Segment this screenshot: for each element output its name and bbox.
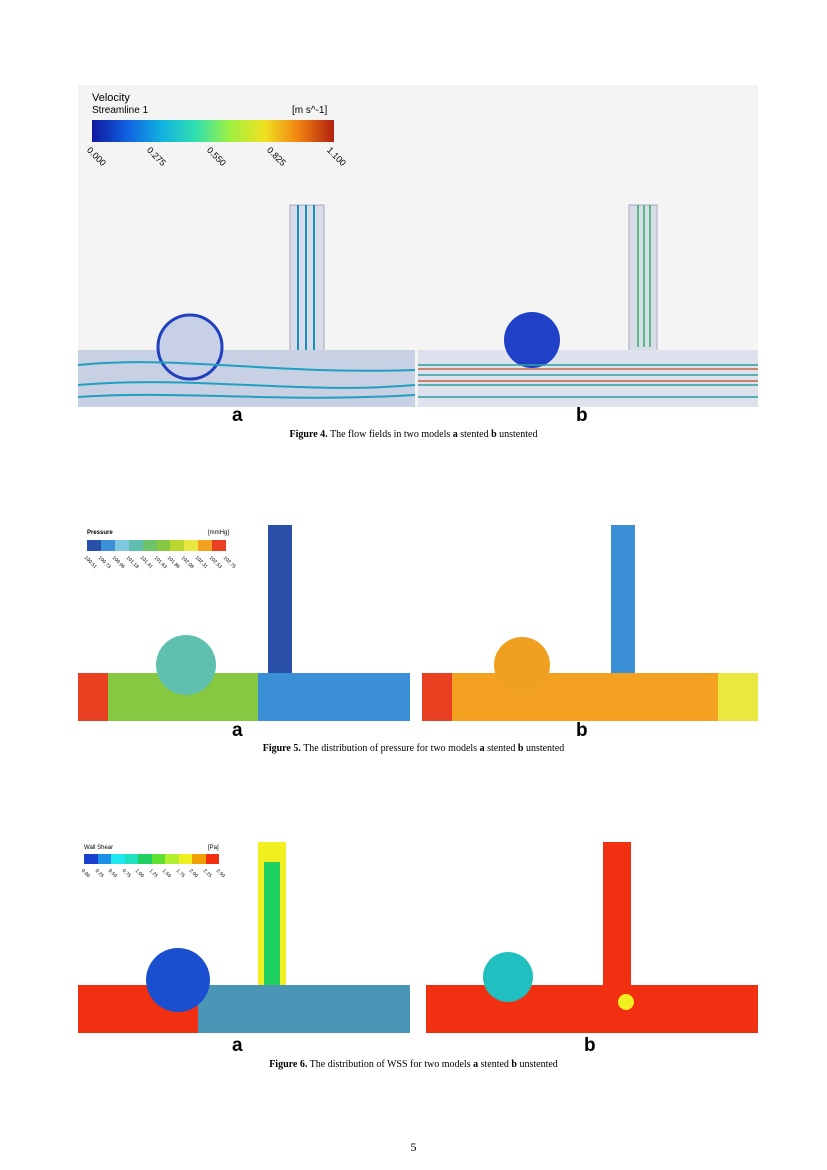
caption-mid: stented [484, 743, 518, 754]
caption-mid: stented [457, 429, 492, 440]
caption-mid: stented [478, 1059, 512, 1070]
wss-colorbar [84, 854, 219, 864]
wss-legend-unit: [Pa] [208, 845, 219, 851]
caption-a: a [479, 743, 485, 754]
fig5-panel-b-label: b [576, 720, 588, 741]
colorbar-segment [198, 540, 213, 551]
velocity-colorbar [92, 120, 334, 142]
colorbar-segment [100, 540, 115, 551]
caption-text: The distribution of WSS for two models [307, 1059, 474, 1070]
colorbar-segment [165, 854, 179, 864]
colorbar-segment [142, 540, 157, 551]
figure-5-caption: Figure 5. The distribution of pressure f… [0, 743, 827, 754]
fig6-panel-a-label: a [232, 1035, 243, 1056]
colorbar-segment [192, 854, 206, 864]
figure-4: Velocity Streamline 1 [m s^-1] 0.000 0.2… [78, 85, 758, 407]
figure-6-caption: Figure 6. The distribution of WSS for tw… [0, 1059, 827, 1070]
fig4-panel-b-label: b [576, 405, 588, 426]
fig6-panel-b-label: b [584, 1035, 596, 1056]
figure-4-caption: Figure 4. The flow fields in two models … [0, 429, 827, 440]
pressure-legend-unit: [mmHg] [208, 530, 229, 536]
page-number: 5 [410, 1140, 417, 1154]
colorbar-segment [84, 854, 98, 864]
caption-a: a [473, 1059, 479, 1070]
fig4-panel-a-label: a [232, 405, 243, 426]
wss-legend-title: Wall Shear [84, 845, 114, 851]
colorbar-segment [178, 854, 192, 864]
pressure-colorbar [87, 540, 227, 551]
flow-field-images [78, 204, 758, 407]
caption-end: unstented [496, 429, 538, 440]
caption-b: b [517, 743, 524, 754]
wss-images [78, 842, 758, 1033]
caption-label: Figure 6. [269, 1059, 308, 1070]
colorbar-segment [184, 540, 199, 551]
colorbar-segment [151, 854, 165, 864]
caption-b: b [511, 1059, 517, 1070]
colorbar-segment [128, 540, 143, 551]
caption-end: unstented [516, 1059, 558, 1070]
caption-a: a [452, 429, 458, 440]
velocity-legend-title: Velocity [92, 92, 130, 104]
colorbar-segment [205, 854, 219, 864]
colorbar-segment [212, 540, 227, 551]
caption-b: b [491, 429, 497, 440]
velocity-legend-subtitle: Streamline 1 [92, 105, 149, 116]
colorbar-segment [124, 854, 138, 864]
caption-label: Figure 5. [262, 743, 301, 754]
colorbar-segment [138, 854, 152, 864]
pressure-images [78, 525, 758, 721]
caption-text: The flow fields in two models [327, 429, 453, 440]
fig5-panel-a-label: a [232, 720, 243, 741]
colorbar-segment [111, 854, 125, 864]
colorbar-segment [114, 540, 129, 551]
caption-text: The distribution of pressure for two mod… [300, 743, 480, 754]
velocity-legend-unit: [m s^-1] [292, 105, 328, 116]
caption-label: Figure 4. [289, 429, 328, 440]
colorbar-segment [97, 854, 111, 864]
colorbar-segment [87, 540, 101, 551]
colorbar-segment [170, 540, 185, 551]
colorbar-segment [156, 540, 171, 551]
pressure-legend-title: Pressure [87, 530, 113, 536]
caption-end: unstented [523, 743, 565, 754]
